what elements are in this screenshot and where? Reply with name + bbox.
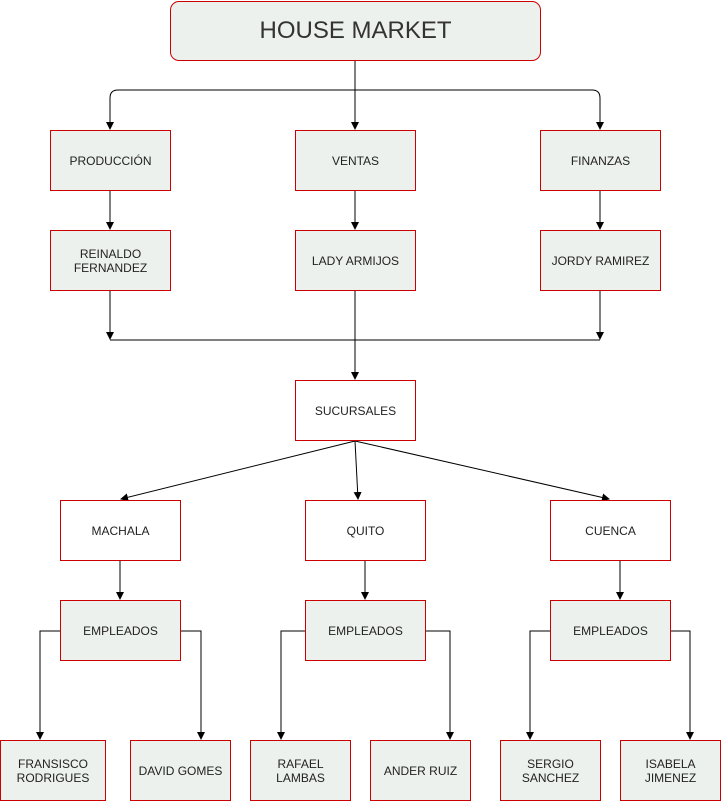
title-node: HOUSE MARKET [170, 1, 541, 61]
edge-empleados2-right [425, 630, 454, 740]
manager-finanzas: JORDY RAMIREZ [540, 230, 661, 291]
manager-ventas: LADY ARMIJOS [295, 230, 416, 291]
edge-sucursales-machala [120, 440, 356, 502]
edge-empleados3-right [670, 630, 694, 740]
sucursales-node: SUCURSALES [295, 380, 416, 441]
empleados-quito: EMPLEADOS [305, 600, 426, 661]
edge-sucursales-quito [353, 440, 362, 500]
employee-rafael-lambas: RAFAEL LAMBAS [250, 740, 351, 801]
edge-empleados3-left [526, 630, 550, 740]
empleados-cuenca: EMPLEADOS [550, 600, 671, 661]
employee-david-gomes: DAVID GOMES [130, 740, 231, 801]
branch-machala: MACHALA [60, 500, 181, 561]
employee-isabela-jimenez: ISABELA JIMENEZ [620, 740, 721, 801]
employee-fransisco-rodrigues: FRANSISCO RODRIGUES [0, 740, 106, 801]
department-finanzas: FINANZAS [540, 130, 661, 191]
edge-empleados1-right [180, 630, 205, 740]
edge-title-finanzas [355, 89, 604, 130]
employee-ander-ruiz: ANDER RUIZ [370, 740, 471, 801]
manager-produccion: REINALDO FERNANDEZ [50, 230, 171, 291]
employee-sergio-sanchez: SERGIO SANCHEZ [500, 740, 601, 801]
empleados-machala: EMPLEADOS [60, 600, 181, 661]
branch-quito: QUITO [305, 500, 426, 561]
edge-sucursales-cuenca [354, 440, 610, 502]
department-produccion: PRODUCCIÓN [50, 130, 171, 191]
edge-empleados1-left [36, 630, 60, 740]
branch-cuenca: CUENCA [550, 500, 671, 561]
department-ventas: VENTAS [295, 130, 416, 191]
edge-title-produccion [106, 61, 356, 130]
edge-empleados2-left [277, 630, 305, 740]
